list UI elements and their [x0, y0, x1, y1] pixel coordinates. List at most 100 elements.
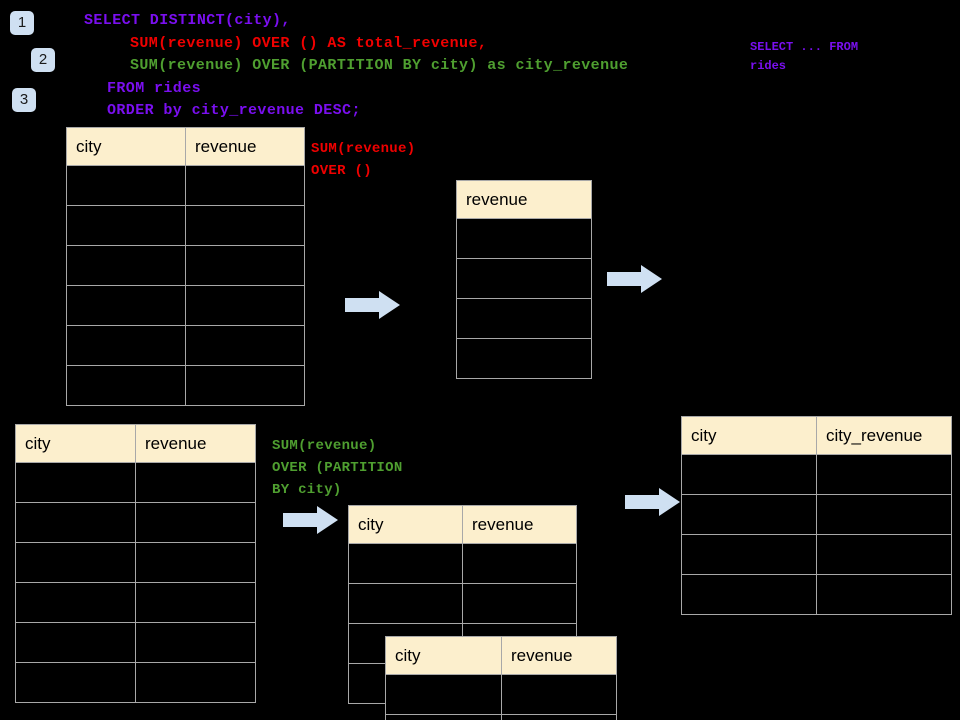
cell-revenue — [185, 165, 305, 206]
annotation-partition-window: SUM(revenue) OVER (PARTITION BY city) — [272, 438, 403, 498]
step-badge-2: 2 — [31, 48, 55, 72]
cell-revenue — [185, 205, 305, 246]
table-header-row: city revenue — [66, 127, 305, 166]
table-row — [681, 454, 952, 495]
table-row — [348, 583, 577, 624]
cell-city — [66, 365, 186, 406]
cell-city — [15, 662, 136, 703]
table-result: city city_revenue — [681, 416, 952, 615]
cell-revenue — [135, 502, 256, 543]
column-header-revenue: revenue — [456, 180, 592, 219]
table-row — [66, 205, 305, 246]
cell-city — [66, 245, 186, 286]
arrow-source-to-revenue — [345, 290, 401, 320]
cell-city — [15, 622, 136, 663]
column-header-city: city — [348, 505, 463, 544]
column-header-city: city — [66, 127, 186, 166]
table-header-row: city revenue — [348, 505, 577, 544]
table-row — [681, 494, 952, 535]
table-row — [456, 218, 592, 259]
cell-revenue — [462, 583, 577, 624]
table-row — [681, 534, 952, 575]
cell-city-revenue — [816, 574, 952, 615]
table-row — [15, 462, 256, 503]
table-row — [681, 574, 952, 615]
cell-revenue — [135, 582, 256, 623]
step-badge-1: 1 — [10, 11, 34, 35]
annotation-total-window: SUM(revenue) OVER () — [311, 141, 416, 179]
table-row — [15, 622, 256, 663]
table-row — [456, 258, 592, 299]
column-header-revenue: revenue — [135, 424, 256, 463]
cell-revenue — [135, 662, 256, 703]
cell-revenue — [501, 674, 617, 715]
cell-city-revenue — [816, 454, 952, 495]
table-header-row: city revenue — [385, 636, 617, 675]
cell-city — [66, 285, 186, 326]
table-header-row: revenue — [456, 180, 592, 219]
table-revenue-only: revenue — [456, 180, 592, 379]
cell-revenue — [462, 543, 577, 584]
cell-city — [66, 165, 186, 206]
column-header-city-revenue: city_revenue — [816, 416, 952, 455]
cell-city — [385, 714, 502, 720]
cell-revenue — [135, 462, 256, 503]
table-row — [385, 674, 617, 715]
cell-city — [681, 574, 817, 615]
table-row — [385, 714, 617, 720]
cell-city — [15, 462, 136, 503]
table-row — [66, 325, 305, 366]
sql-line-from: FROM rides — [107, 80, 202, 97]
cell-city — [66, 205, 186, 246]
cell-city — [681, 454, 817, 495]
cell-revenue — [135, 622, 256, 663]
table-row — [15, 582, 256, 623]
sql-line-select-distinct: SELECT DISTINCT(city), — [84, 12, 291, 29]
cell-revenue — [185, 245, 305, 286]
table-row — [15, 662, 256, 703]
cell-revenue — [185, 325, 305, 366]
column-header-revenue: revenue — [501, 636, 617, 675]
table-source-bottom: city revenue — [15, 424, 256, 703]
cell-city-revenue — [816, 534, 952, 575]
cell-revenue — [185, 365, 305, 406]
table-row — [456, 338, 592, 379]
sql-line-city-revenue: SUM(revenue) OVER (PARTITION BY city) as… — [130, 57, 629, 74]
cell-city — [15, 582, 136, 623]
cell-city — [385, 674, 502, 715]
table-row — [15, 502, 256, 543]
arrow-partition-to-result — [625, 487, 681, 517]
cell-revenue — [456, 258, 592, 299]
step-badge-3: 3 — [12, 88, 36, 112]
cell-city-revenue — [816, 494, 952, 535]
cell-city — [15, 502, 136, 543]
table-row — [66, 365, 305, 406]
table-header-row: city revenue — [15, 424, 256, 463]
cell-revenue — [135, 542, 256, 583]
table-row — [456, 298, 592, 339]
cell-revenue — [456, 338, 592, 379]
cell-city — [348, 543, 463, 584]
table-row — [66, 285, 305, 326]
cell-city — [66, 325, 186, 366]
cell-revenue — [185, 285, 305, 326]
cell-city — [681, 494, 817, 535]
table-source-top: city revenue — [66, 127, 305, 406]
table-header-row: city city_revenue — [681, 416, 952, 455]
cell-revenue — [456, 298, 592, 339]
table-row — [66, 165, 305, 206]
column-header-revenue: revenue — [185, 127, 305, 166]
column-header-city: city — [385, 636, 502, 675]
sql-line-order-by: ORDER by city_revenue DESC; — [107, 102, 361, 119]
column-header-revenue: revenue — [462, 505, 577, 544]
sql-side-note: SELECT ... FROM rides — [750, 40, 859, 73]
sql-line-total-revenue: SUM(revenue) OVER () AS total_revenue, — [130, 35, 488, 52]
column-header-city: city — [15, 424, 136, 463]
cell-revenue — [501, 714, 617, 720]
cell-city — [15, 542, 136, 583]
column-header-city: city — [681, 416, 817, 455]
cell-city — [681, 534, 817, 575]
table-row — [15, 542, 256, 583]
cell-revenue — [456, 218, 592, 259]
